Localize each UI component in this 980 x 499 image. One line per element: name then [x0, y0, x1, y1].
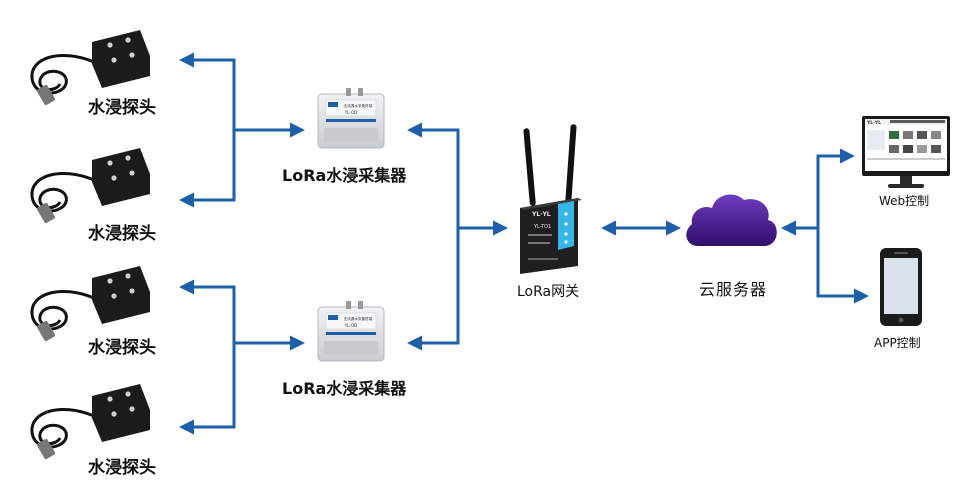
- arrow-probe-2: [179, 130, 236, 208]
- probe-label-1: 水浸探头: [88, 98, 156, 118]
- gateway-model: YL-TO1: [533, 224, 551, 230]
- collector-plate-title: 无线漏水采集终端: [344, 103, 373, 108]
- monitor-icon: YL·YL: [862, 116, 950, 188]
- probe-device-3: [30, 266, 150, 342]
- cloud-label: 云服务器: [699, 280, 768, 299]
- arrow-to-web: [816, 148, 855, 228]
- phone-icon: [880, 248, 922, 326]
- arrow-probe-1: [179, 52, 236, 130]
- cloud-client-connectors: [781, 148, 869, 304]
- collector-plate-model: YL-OD: [344, 323, 357, 328]
- probe-label-4: 水浸探头: [88, 458, 156, 478]
- arrow-probe-3: [179, 279, 236, 343]
- probe-connectors-bottom: [179, 279, 305, 435]
- cloud-icon: [686, 194, 777, 246]
- collector-label-2: LoRa水浸采集器: [282, 379, 407, 398]
- web-control-label: Web控制: [879, 194, 930, 208]
- web-page-brand: YL·YL: [866, 120, 881, 126]
- probe-body: [92, 30, 150, 88]
- gateway-brand: YL·YL: [531, 211, 551, 218]
- antenna-right: [565, 124, 577, 207]
- probe-connectors-top: [179, 52, 305, 208]
- probe-device-4: [30, 384, 150, 460]
- arrow-probe-4: [179, 343, 236, 435]
- probe-label-2: 水浸探头: [88, 224, 156, 244]
- arrow-collector-2: [407, 228, 460, 351]
- probe-device-2: [30, 148, 150, 224]
- collector-device-2: 无线漏水采集终端 YL-OD: [317, 301, 385, 362]
- probe-cable: [30, 54, 95, 95]
- collector-plate-model: YL-OD: [344, 110, 357, 115]
- app-control-label: APP控制: [874, 336, 921, 350]
- gateway-device: YL·YL YL-TO1: [520, 124, 582, 274]
- arrow-to-app: [816, 228, 869, 304]
- collector-gateway-connectors: [407, 122, 508, 351]
- gateway-label: LoRa网关: [517, 284, 580, 300]
- probe-device-1: [30, 30, 150, 106]
- probe-label-3: 水浸探头: [88, 338, 156, 358]
- arrow-collector-1: [407, 122, 460, 228]
- collector-label-1: LoRa水浸采集器: [282, 166, 407, 185]
- probe-connector: [37, 84, 55, 106]
- collector-device-1: 无线漏水采集终端 YL-OD: [317, 88, 385, 149]
- collector-plate-title: 无线漏水采集终端: [344, 316, 373, 321]
- antenna-left: [523, 128, 536, 207]
